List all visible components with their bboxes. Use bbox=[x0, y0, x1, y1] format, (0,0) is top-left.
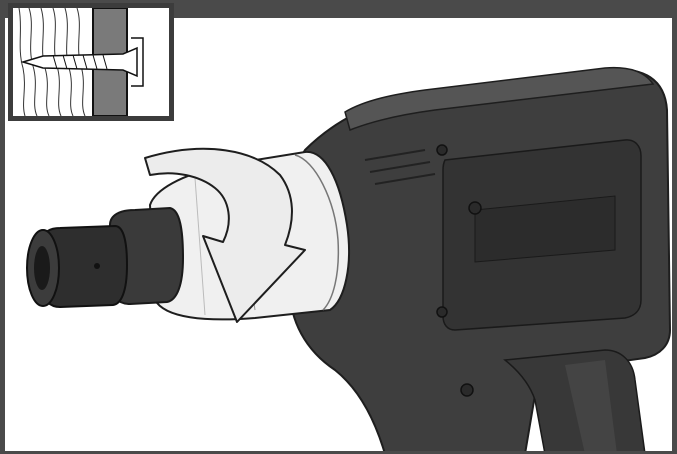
curved-arrow-icon bbox=[144, 147, 306, 323]
bit-holder bbox=[26, 206, 185, 309]
screw-drywall-icon bbox=[18, 8, 144, 116]
inset-detail bbox=[8, 3, 174, 121]
screwdriver-illustration bbox=[26, 66, 672, 451]
tool-body bbox=[289, 66, 672, 451]
